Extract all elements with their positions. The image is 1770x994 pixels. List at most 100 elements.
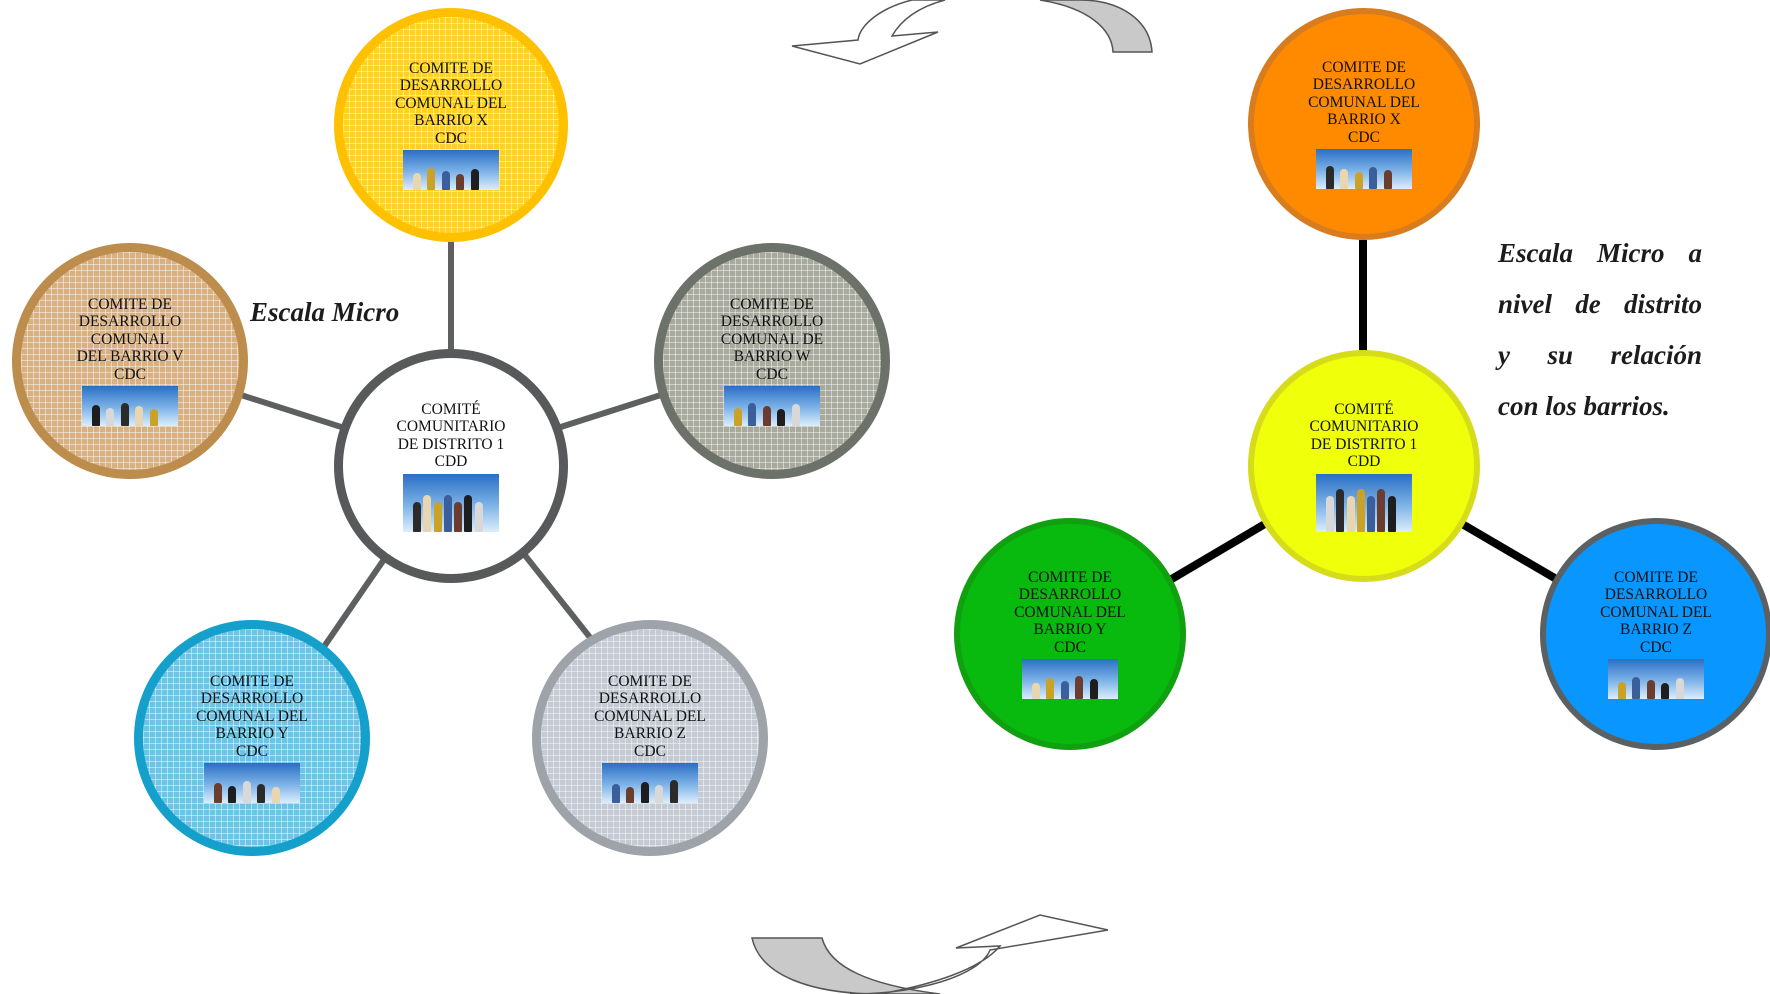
node-label: COMITE DE DESARROLLO COMUNAL DE BARRIO W… bbox=[721, 296, 823, 384]
label-line: COMUNAL DEL bbox=[594, 707, 706, 725]
left-node-barrio-y: COMITE DE DESARROLLO COMUNAL DEL BARRIO … bbox=[134, 620, 370, 856]
person-figure bbox=[427, 168, 436, 191]
person-figure bbox=[1346, 495, 1355, 532]
group-photo-icon bbox=[204, 763, 300, 804]
person-figure bbox=[748, 403, 757, 427]
label-line: COMITE DE bbox=[1614, 568, 1698, 586]
person-figure bbox=[1369, 167, 1378, 190]
label-line: COMITE DE bbox=[608, 672, 692, 690]
label-line: BARRIO Z bbox=[614, 725, 686, 743]
person-figure bbox=[1367, 495, 1376, 532]
label-line: DESARROLLO bbox=[1604, 586, 1708, 604]
person-figure bbox=[228, 786, 237, 804]
label-line: CDC bbox=[435, 129, 467, 147]
label-line: COMITE DE bbox=[88, 295, 172, 313]
person-figure bbox=[149, 409, 158, 427]
label-line: COMUNAL DEL bbox=[1600, 603, 1712, 621]
label-line: COMUNAL DEL bbox=[196, 707, 308, 725]
label-line: DESARROLLO bbox=[1312, 76, 1416, 94]
person-figure bbox=[242, 781, 251, 804]
right-node-barrio-z: COMITE DE DESARROLLO COMUNAL DEL BARRIO … bbox=[1540, 518, 1770, 750]
person-figure bbox=[777, 409, 786, 427]
group-photo-icon bbox=[1316, 473, 1412, 532]
group-photo-icon bbox=[602, 763, 698, 804]
label-line: COMUNITARIO bbox=[1309, 418, 1419, 435]
label-line: COMITÉ bbox=[1334, 400, 1394, 418]
left-caption: Escala Micro bbox=[250, 297, 400, 327]
label-line: COMUNAL DEL bbox=[395, 94, 507, 112]
person-figure bbox=[92, 405, 100, 427]
label-line: CDC bbox=[756, 365, 788, 383]
person-figure bbox=[443, 494, 452, 532]
person-figure bbox=[456, 174, 465, 191]
label-line: COMITE DE bbox=[1322, 58, 1406, 76]
person-figure bbox=[640, 782, 649, 804]
label-line: BARRIO Y bbox=[215, 725, 289, 743]
caption-line: con los barrios. bbox=[1498, 391, 1670, 421]
label-line: DESARROLLO bbox=[1018, 586, 1122, 604]
group-photo-icon bbox=[724, 386, 820, 427]
label-line: COMUNITARIO bbox=[396, 418, 506, 435]
group-photo-icon bbox=[1316, 149, 1412, 190]
right-center-label: COMITÉ COMUNITARIO DE DISTRITO 1 CDD bbox=[1310, 401, 1419, 471]
label-line: CDC bbox=[1054, 638, 1086, 656]
node-label: COMITE DE DESARROLLO COMUNAL DEL BARRIO … bbox=[196, 673, 308, 761]
person-figure bbox=[734, 408, 742, 427]
person-figure bbox=[1326, 166, 1334, 190]
label-line: DESARROLLO bbox=[200, 690, 304, 708]
label-line: BARRIO Z bbox=[1620, 621, 1692, 639]
person-figure bbox=[626, 787, 635, 804]
label-line: BARRIO Y bbox=[1033, 621, 1107, 639]
person-figure bbox=[612, 784, 620, 804]
person-figure bbox=[1336, 488, 1345, 532]
left-node-barrio-z: COMITE DE DESARROLLO COMUNAL DEL BARRIO … bbox=[532, 620, 768, 856]
node-label: COMITE DE DESARROLLO COMUNAL DEL BARRIO … bbox=[1014, 569, 1126, 657]
person-figure bbox=[1661, 683, 1670, 700]
person-figure bbox=[1646, 680, 1655, 700]
left-node-barrio-w: COMITE DE DESARROLLO COMUNAL DE BARRIO W… bbox=[654, 243, 890, 479]
label-line: COMITE DE bbox=[409, 59, 493, 77]
caption-line: y su relación bbox=[1498, 340, 1702, 370]
person-figure bbox=[791, 404, 800, 427]
label-line: COMUNAL bbox=[90, 330, 170, 348]
label-line: CDC bbox=[236, 742, 268, 760]
node-label: COMITE DE DESARROLLO COMUNAL DEL BARRIO … bbox=[1600, 569, 1712, 657]
person-figure bbox=[1340, 169, 1349, 190]
label-line: DESARROLLO bbox=[598, 690, 702, 708]
label-line: BARRIO X bbox=[1327, 111, 1401, 129]
label-line: COMITE DE bbox=[210, 672, 294, 690]
label-line: CDD bbox=[434, 453, 468, 470]
left-center-label: COMITÉ COMUNITARIO DE DISTRITO 1 CDD bbox=[397, 401, 506, 471]
person-figure bbox=[454, 501, 463, 532]
person-figure bbox=[441, 171, 450, 191]
person-figure bbox=[1060, 681, 1069, 700]
right-node-barrio-x: COMITE DE DESARROLLO COMUNAL DEL BARRIO … bbox=[1248, 8, 1480, 240]
label-line: COMITE DE bbox=[1028, 568, 1112, 586]
person-figure bbox=[433, 501, 442, 532]
label-line: DEL BARRIO V bbox=[76, 348, 184, 366]
label-line: CDC bbox=[634, 742, 666, 760]
person-figure bbox=[1377, 488, 1386, 532]
group-photo-icon bbox=[82, 386, 178, 427]
left-node-barrio-x: COMITE DE DESARROLLO COMUNAL DEL BARRIO … bbox=[334, 8, 568, 242]
node-label: COMITE DE DESARROLLO COMUNAL DEL BARRIO … bbox=[77, 296, 184, 384]
person-figure bbox=[120, 403, 129, 427]
group-photo-icon bbox=[403, 150, 499, 191]
label-line: DE DISTRITO 1 bbox=[397, 435, 505, 453]
person-figure bbox=[135, 406, 144, 427]
person-figure bbox=[257, 784, 266, 804]
circular-arrow-icon bbox=[751, 914, 1109, 994]
person-figure bbox=[474, 501, 483, 532]
left-node-barrio-v: COMITE DE DESARROLLO COMUNAL DEL BARRIO … bbox=[12, 243, 248, 479]
person-figure bbox=[214, 783, 222, 804]
person-figure bbox=[470, 169, 479, 191]
caption-line: Escala Micro a bbox=[1498, 238, 1702, 268]
label-line: CDD bbox=[1347, 453, 1381, 470]
person-figure bbox=[762, 406, 771, 427]
label-line: DE DISTRITO 1 bbox=[1310, 435, 1418, 453]
person-figure bbox=[1356, 488, 1365, 532]
node-label: COMITE DE DESARROLLO COMUNAL DEL BARRIO … bbox=[1308, 59, 1420, 147]
label-line: COMUNAL DEL bbox=[1308, 93, 1420, 111]
person-figure bbox=[1383, 170, 1392, 190]
